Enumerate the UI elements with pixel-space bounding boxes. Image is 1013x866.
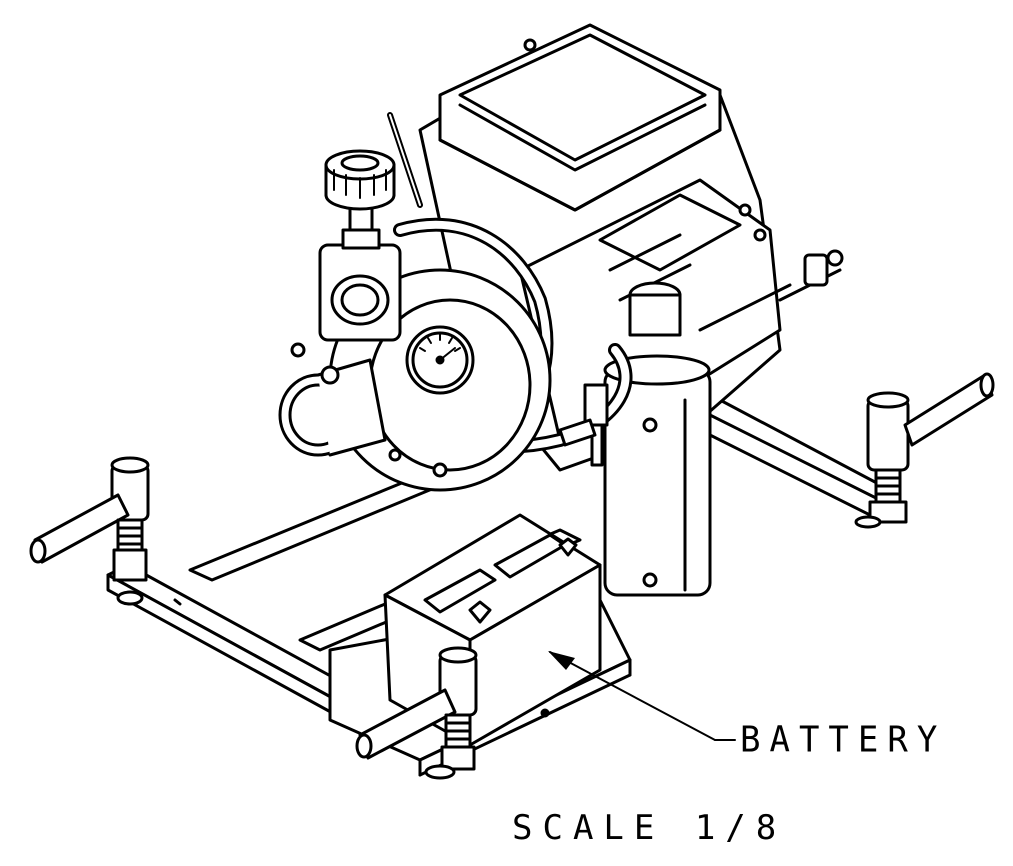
air-cleaner-cover (438, 23, 722, 212)
upper-valve (318, 203, 402, 342)
scale-label: SCALE 1/8 (512, 808, 787, 848)
battery-callout-leader (548, 651, 736, 741)
left-leg-handle (29, 456, 150, 606)
hose-fitting (558, 383, 609, 467)
valve-handwheel-icon (324, 149, 396, 211)
battery-callout-label: BATTERY (740, 719, 947, 761)
pressure-gauge-icon (405, 325, 475, 395)
throttle-rod (387, 112, 423, 208)
discharge-outlet (278, 342, 387, 457)
right-front-leg-handle (355, 646, 478, 780)
fuel-canister (603, 281, 712, 597)
right-rear-leg-handle (854, 372, 995, 529)
battery (383, 513, 602, 747)
